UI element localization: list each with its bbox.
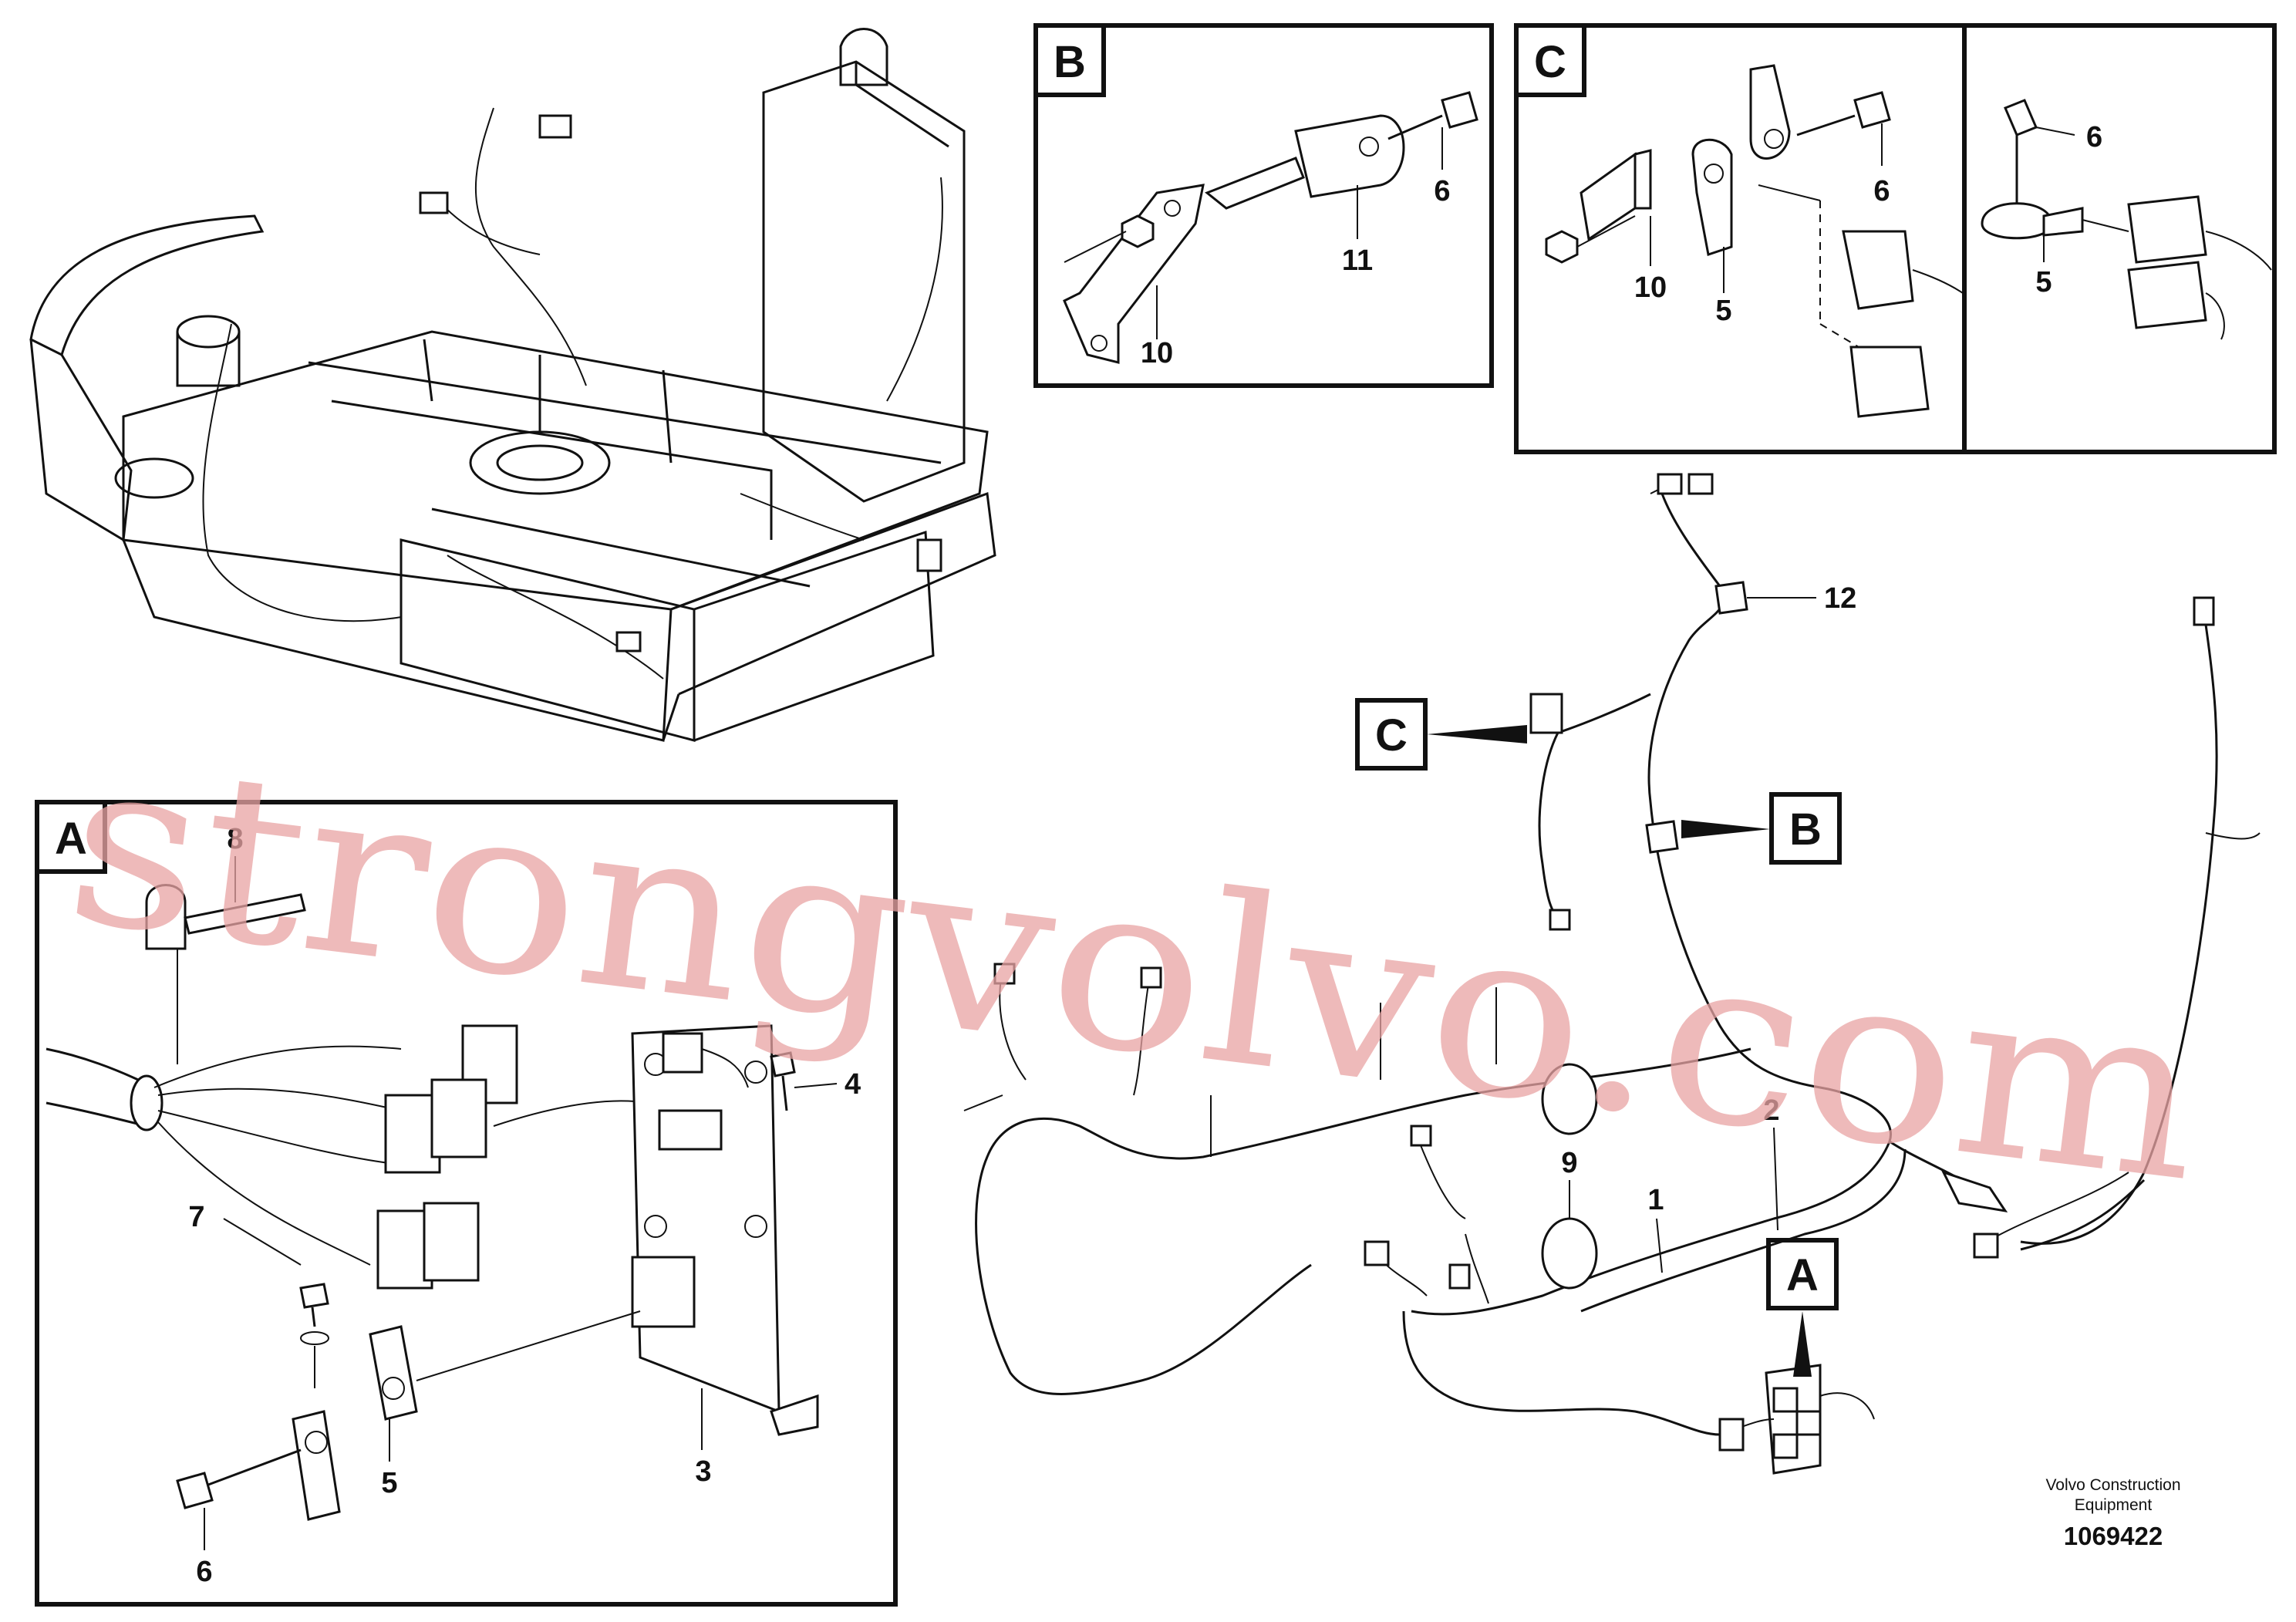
callout-7: 7 [188, 1201, 204, 1233]
leader-2 [1773, 1127, 1778, 1231]
detail-a-frame [35, 800, 898, 1607]
callout-10-b: 10 [1141, 337, 1173, 369]
detail-b-frame [1033, 23, 1494, 388]
detail-c-frame [1514, 23, 2277, 454]
ref-a-letter: A [1786, 1250, 1819, 1300]
detail-a-letter: A [55, 814, 87, 864]
callout-9: 9 [1561, 1147, 1577, 1179]
leader-7 [223, 1218, 302, 1266]
ref-b-letter: B [1789, 804, 1822, 855]
manufacturer-line-1: Volvo Construction [2045, 1476, 2180, 1494]
leader-6-c2 [2035, 126, 2075, 136]
callout-5-c2: 5 [2035, 266, 2052, 298]
callout-12: 12 [1824, 582, 1856, 615]
ref-c-arrow [1427, 725, 1527, 744]
callout-1: 1 [1647, 1184, 1664, 1216]
detail-c-letter: C [1534, 37, 1566, 87]
watermark: strongvolvo.com [55, 705, 2216, 1233]
callout-3: 3 [695, 1455, 711, 1488]
callout-8: 8 [227, 823, 243, 855]
callout-6-c: 6 [1873, 175, 1890, 207]
callout-5-c: 5 [1715, 295, 1731, 327]
leader-1 [1656, 1218, 1663, 1273]
ref-b-box [1769, 792, 1842, 865]
detail-b-letter: B [1054, 37, 1086, 87]
callout-5-a: 5 [381, 1467, 397, 1499]
callout-6-b: 6 [1434, 175, 1450, 207]
detail-b-letter-box [1033, 23, 1106, 97]
drawing-number: 1069422 [2064, 1522, 2163, 1550]
detail-b-panel: B 10 11 6 [1033, 23, 1494, 388]
detail-c-letter-box [1514, 23, 1586, 97]
callout-11: 11 [1342, 244, 1373, 277]
main-harness-drawing: 12 [963, 473, 2261, 1475]
manufacturer-line-2: Equipment [2075, 1496, 2153, 1514]
callout-6-a: 6 [196, 1556, 212, 1588]
detail-c-panel: C 10 5 6 6 [1514, 23, 2277, 454]
ref-a-arrow [1793, 1311, 1812, 1377]
callout-10-c: 10 [1634, 271, 1667, 304]
callout-4: 4 [845, 1068, 861, 1101]
machine-frame-drawing [29, 28, 996, 742]
harness-reference-a: A [1766, 1238, 1839, 1377]
harness-reference-b: B [1681, 792, 1842, 865]
detail-a-letter-box [35, 800, 107, 874]
leader-4 [794, 1083, 838, 1088]
harness-reference-c: C [1355, 698, 1527, 771]
ref-c-letter: C [1375, 710, 1408, 760]
ref-c-box [1355, 698, 1428, 771]
ref-b-arrow [1681, 820, 1770, 838]
callout-6-c2: 6 [2086, 121, 2102, 153]
callout-2: 2 [1763, 1094, 1779, 1127]
ref-a-box [1766, 1238, 1839, 1310]
detail-a-panel: A [35, 800, 898, 1607]
